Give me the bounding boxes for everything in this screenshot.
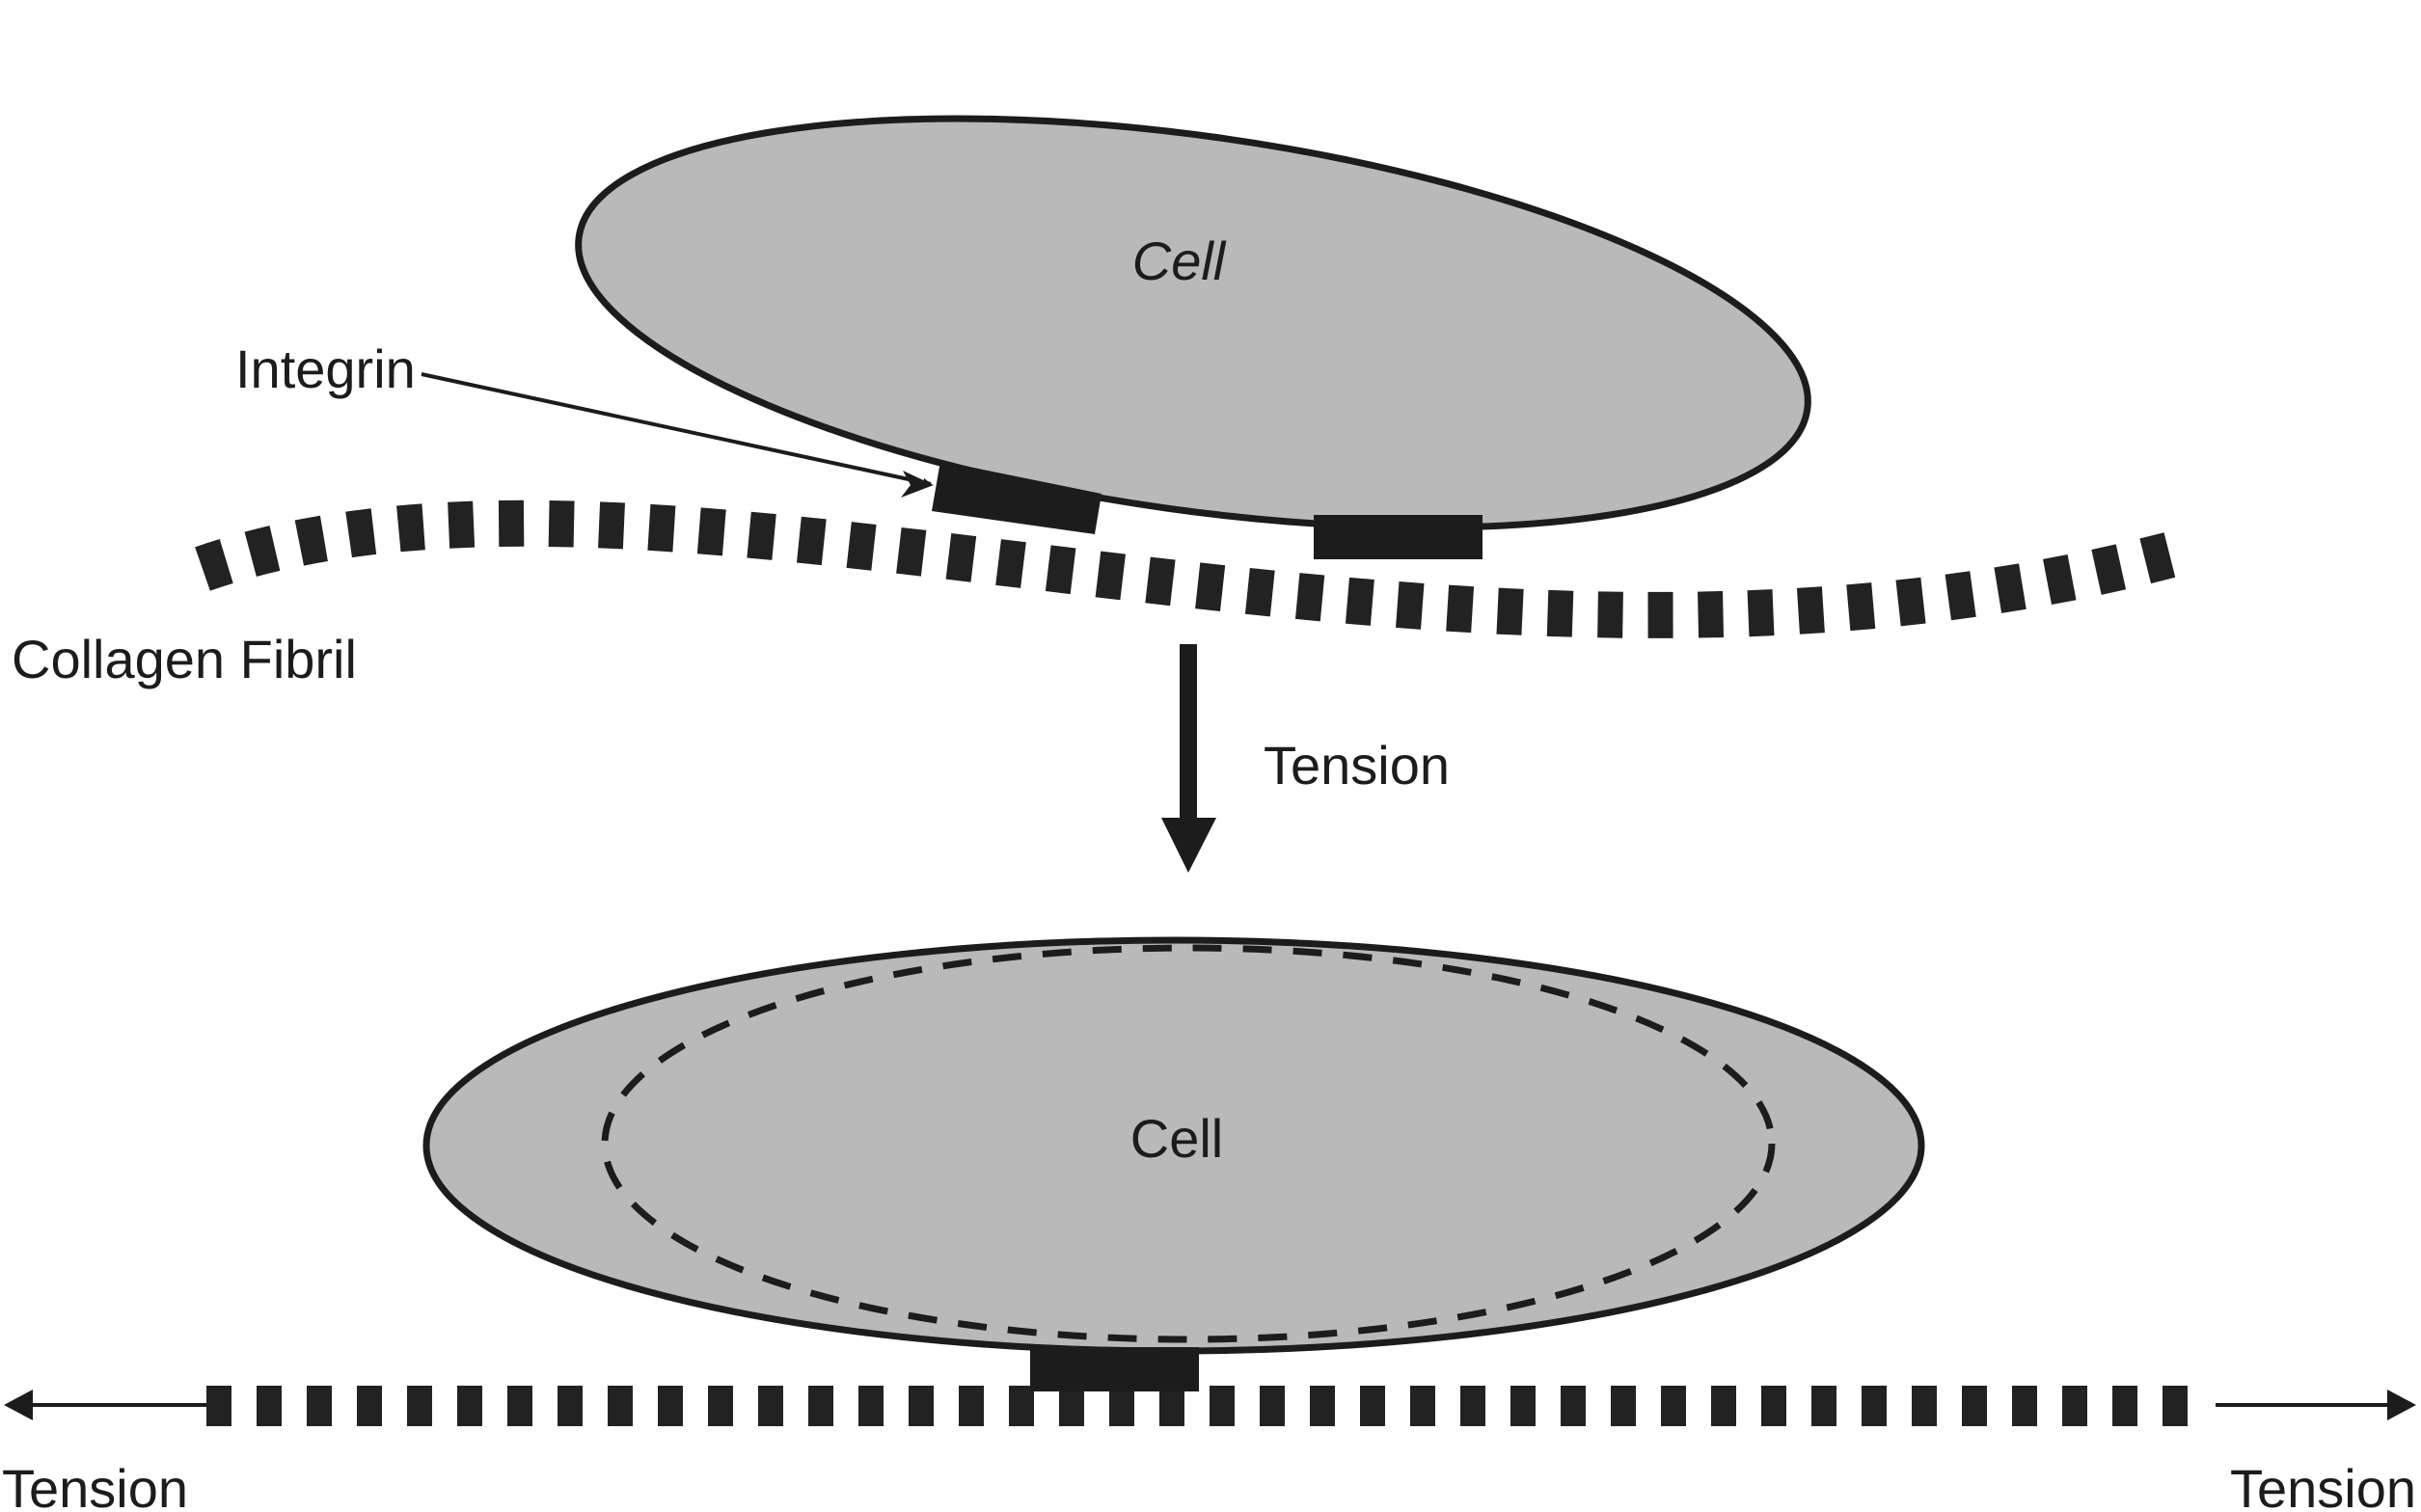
collagen-fibril-top (195, 500, 2196, 638)
integrin-top-left (932, 461, 1102, 534)
integrin-pointer-arrowhead (901, 471, 934, 498)
cell-bottom-label: Cell (1130, 1108, 1223, 1169)
cell-top-label: Cell (1132, 230, 1227, 291)
collagen-fibril-label: Collagen Fibril (12, 629, 357, 689)
tension-right-arrowhead (2387, 1390, 2416, 1420)
cell-bottom-original-outline (601, 944, 1776, 1343)
tension-right-label: Tension (2230, 1458, 2416, 1512)
integrin-label: Integrin (235, 338, 416, 399)
cell-top (575, 115, 1811, 531)
tension-center-label: Tension (1264, 735, 1450, 796)
tension-left-arrowhead (4, 1390, 33, 1420)
tension-arrow-head (1161, 818, 1216, 873)
integrin-bottom (1030, 1347, 1199, 1391)
integrin-pointer-line (421, 372, 932, 487)
tension-left-label: Tension (2, 1458, 188, 1512)
integrin-top-right (1314, 515, 1483, 559)
tension-arrow-shaft (1180, 644, 1197, 824)
